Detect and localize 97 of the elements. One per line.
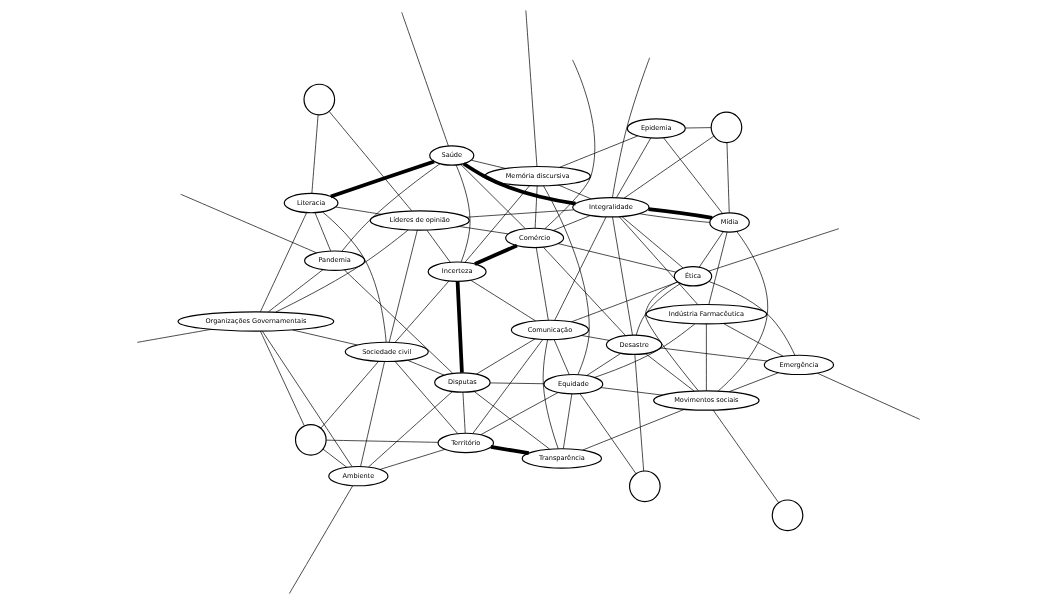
connector [708,231,728,305]
connector [180,193,317,254]
connector [535,247,549,321]
connector [379,448,446,470]
connector [659,347,768,362]
connector [388,229,418,343]
connector [455,281,464,373]
connector [311,114,319,194]
connector [708,281,796,356]
connector [616,137,652,198]
connector [474,243,518,266]
connector [464,185,530,263]
connector [320,361,379,429]
connector [552,215,591,231]
connector [554,216,607,321]
connector [322,211,387,343]
connector [612,57,651,198]
connector [473,390,550,450]
connector [476,338,536,375]
connector [544,59,596,230]
connector [600,387,663,396]
connector [136,329,212,343]
connector [407,359,445,376]
connector [582,408,685,451]
connector [292,329,358,346]
connector [322,448,348,468]
connector [401,11,449,147]
connector [558,184,592,200]
connector [726,142,730,213]
node-circle [303,83,336,116]
connector [275,229,409,313]
connector [426,229,451,263]
connector [480,392,559,436]
connector [586,353,622,376]
connector [717,231,769,392]
connector [543,246,626,336]
connector [344,269,454,374]
connector [462,162,576,206]
connector [489,382,545,385]
connector [458,226,509,235]
connector [260,330,305,427]
connector [490,445,530,455]
connector [553,339,570,375]
connector [335,206,382,215]
connector [684,127,712,129]
connector [579,393,637,474]
connector [314,212,332,252]
connector [542,339,559,450]
connector [571,281,679,323]
connector [394,361,458,434]
connector [455,164,471,263]
connector [543,185,590,375]
connector [648,207,713,220]
connector [634,354,645,472]
connector [612,216,633,336]
connector [460,164,526,229]
connector [360,361,385,467]
connector [466,209,575,218]
connector [581,335,610,341]
connector [534,185,538,229]
connector [723,323,784,357]
connector [557,243,677,273]
connector [470,279,536,322]
connector [639,213,711,223]
connector [462,391,466,434]
connector [728,372,779,393]
connector [472,339,544,434]
connector [260,212,307,313]
connector [341,163,441,252]
connector [268,269,324,313]
connector [525,10,538,167]
connector [559,135,639,168]
connector [368,391,453,468]
connector [394,280,450,343]
connector [816,372,921,420]
connector [289,485,354,594]
connector [706,323,707,392]
node-circle [628,470,661,503]
connector [325,439,439,443]
connector [645,353,695,392]
connector [698,231,724,268]
connector [708,228,840,272]
connector [328,111,413,212]
node-circle [710,111,743,144]
node-circle [294,423,327,456]
connector [621,216,684,269]
node-circle [771,499,804,532]
connector [262,330,353,468]
connector [470,159,506,169]
connector [563,393,573,450]
connector [663,137,723,214]
connector [330,159,435,199]
connector [712,409,779,504]
connector [618,216,699,305]
connector [635,283,681,336]
connector [623,135,715,199]
connector [594,323,696,378]
